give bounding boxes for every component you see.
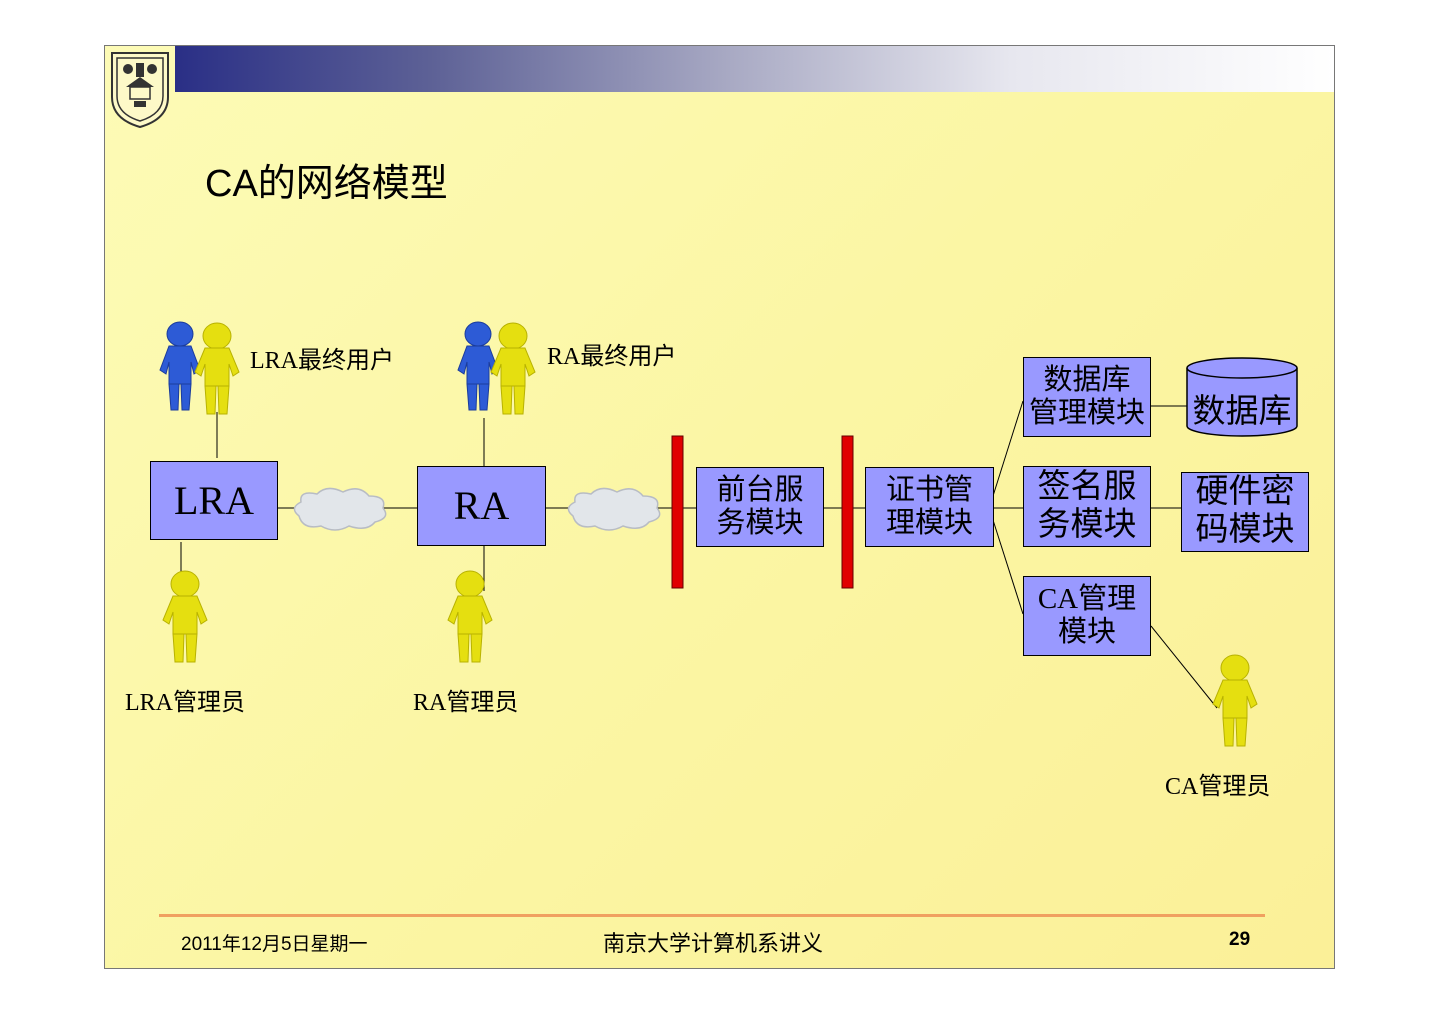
firewall-bar <box>671 435 684 589</box>
lra-admin-icon <box>162 570 208 663</box>
frontend-service-module: 前台服 务模块 <box>696 467 824 547</box>
db-management-module: 数据库 管理模块 <box>1023 357 1151 437</box>
page-number: 29 <box>1229 929 1251 950</box>
ra-node: RA <box>417 466 546 546</box>
lra-end-user-label: LRA最终用户 <box>250 348 394 374</box>
slide: CA的网络模型 <box>104 45 1335 969</box>
slide-title: CA的网络模型 <box>205 163 448 205</box>
database-cylinder-icon <box>1186 357 1298 437</box>
ra-admin-label: RA管理员 <box>413 690 519 716</box>
lra-node: LRA <box>150 461 278 540</box>
hardware-crypto-module: 硬件密 码模块 <box>1181 472 1309 552</box>
cloud-icon <box>293 487 387 531</box>
ca-management-module: CA管理 模块 <box>1023 576 1151 656</box>
ca-admin-icon <box>1212 654 1258 747</box>
ra-admin-icon <box>447 570 493 663</box>
ca-admin-label: CA管理员 <box>1165 774 1271 800</box>
database-label: 数据库 <box>1192 394 1292 430</box>
lra-end-user-icon <box>159 321 240 415</box>
footer-date: 2011年12月5日星期一 <box>181 934 368 955</box>
cloud-icon <box>567 487 661 531</box>
university-seal-icon <box>108 49 172 129</box>
footer-course: 南京大学计算机系讲义 <box>603 931 824 956</box>
signature-service-module: 签名服 务模块 <box>1023 466 1151 547</box>
cert-management-module: 证书管 理模块 <box>865 467 994 547</box>
connector-lines <box>180 400 1218 709</box>
title-banner <box>175 46 1334 92</box>
firewall-bar <box>841 435 854 589</box>
footer-divider <box>159 914 1265 917</box>
lra-admin-label: LRA管理员 <box>125 690 245 716</box>
ra-end-user-icon <box>457 321 536 415</box>
ra-end-user-label: RA最终用户 <box>547 344 677 370</box>
